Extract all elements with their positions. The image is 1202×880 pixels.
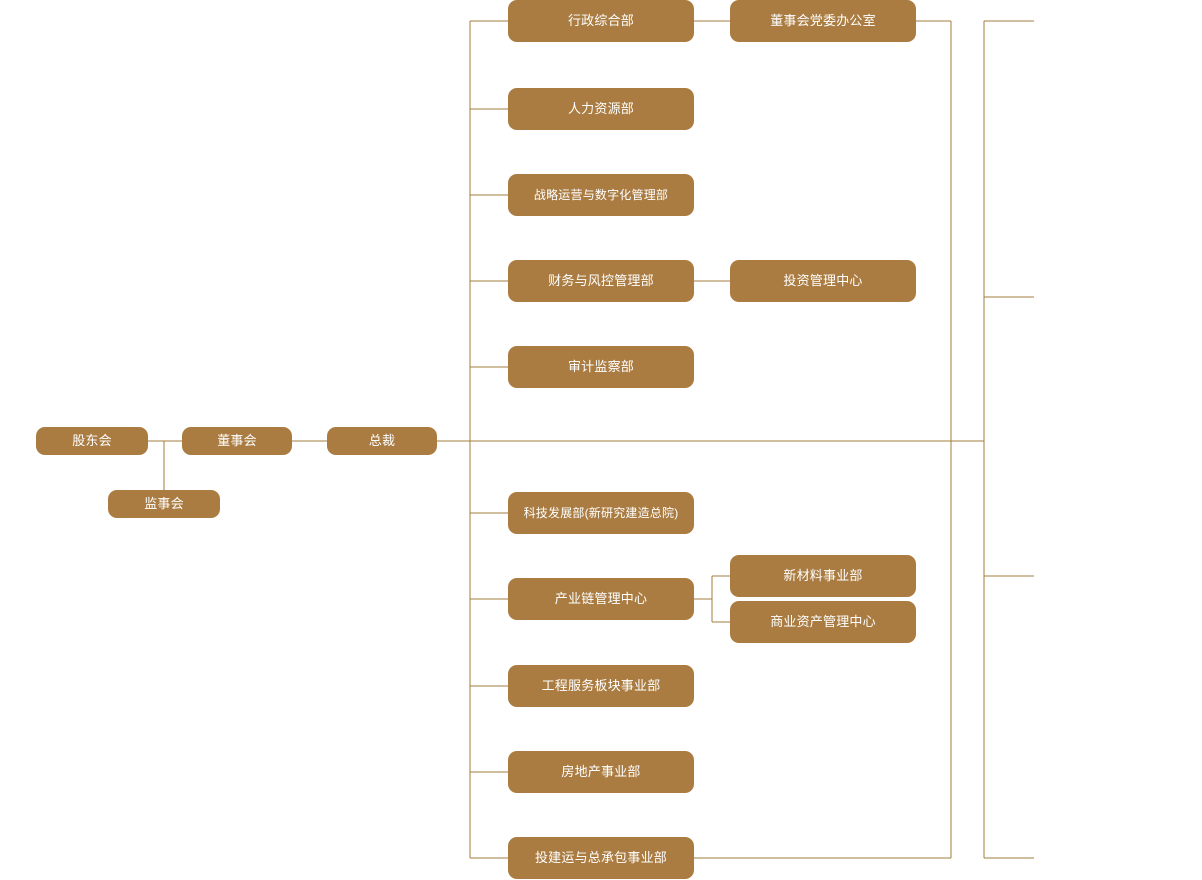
node-industry-chain-center[interactable]: 产业链管理中心	[508, 578, 694, 620]
node-label: 科技发展部(新研究建造总院)	[523, 505, 679, 520]
node-label: 新材料事业部	[783, 568, 863, 584]
node-finance-risk-dept[interactable]: 财务与风控管理部	[508, 260, 694, 302]
node-investment-center[interactable]: 投资管理中心	[730, 260, 916, 302]
node-label: 董事会	[217, 433, 257, 449]
node-label: 审计监察部	[567, 359, 634, 375]
node-label: 董事会党委办公室	[770, 13, 876, 29]
node-human-resources-dept[interactable]: 人力资源部	[508, 88, 694, 130]
node-label: 股东会	[72, 433, 112, 449]
node-label: 产业链管理中心	[554, 591, 648, 607]
node-label: 投建运与总承包事业部	[534, 850, 667, 866]
node-label: 战略运营与数字化管理部	[533, 187, 669, 202]
node-real-estate-division[interactable]: 房地产事业部	[508, 751, 694, 793]
node-label: 商业资产管理中心	[770, 614, 876, 630]
node-label: 监事会	[144, 496, 184, 512]
node-invest-build-operate-division[interactable]: 投建运与总承包事业部	[508, 837, 694, 879]
node-board-of-directors[interactable]: 董事会	[182, 427, 292, 455]
node-tech-development-dept[interactable]: 科技发展部(新研究建造总院)	[508, 492, 694, 534]
node-president[interactable]: 总裁	[327, 427, 437, 455]
node-label: 工程服务板块事业部	[541, 678, 661, 694]
node-commercial-asset-center[interactable]: 商业资产管理中心	[730, 601, 916, 643]
node-label: 行政综合部	[567, 13, 634, 29]
node-label: 投资管理中心	[783, 273, 863, 289]
node-audit-supervision-dept[interactable]: 审计监察部	[508, 346, 694, 388]
node-label: 财务与风控管理部	[548, 273, 654, 289]
node-label: 总裁	[368, 433, 396, 449]
node-strategy-digital-dept[interactable]: 战略运营与数字化管理部	[508, 174, 694, 216]
node-admin-general-dept[interactable]: 行政综合部	[508, 0, 694, 42]
node-shareholders-meeting[interactable]: 股东会	[36, 427, 148, 455]
node-new-materials-division[interactable]: 新材料事业部	[730, 555, 916, 597]
node-supervisory-board[interactable]: 监事会	[108, 490, 220, 518]
node-engineering-services-division[interactable]: 工程服务板块事业部	[508, 665, 694, 707]
node-label: 房地产事业部	[561, 764, 641, 780]
node-board-party-office[interactable]: 董事会党委办公室	[730, 0, 916, 42]
node-label: 人力资源部	[567, 101, 634, 117]
